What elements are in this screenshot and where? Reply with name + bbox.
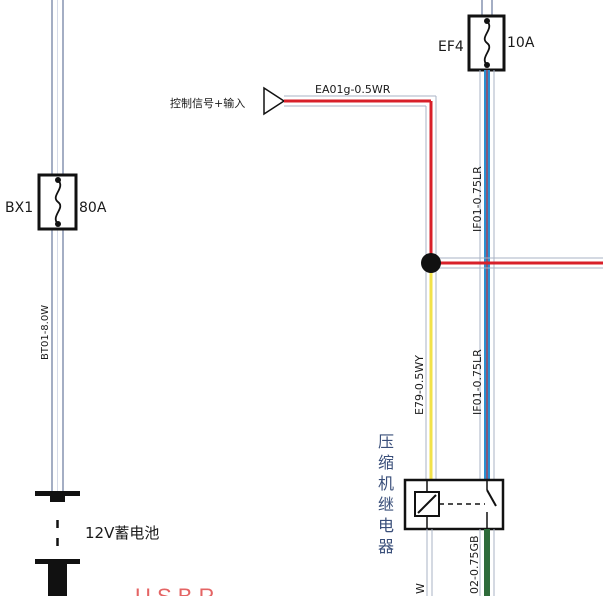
wire-label-bottom-w: W [414, 583, 427, 594]
wire-label-if01-upper: IF01-0.75LR [471, 166, 484, 232]
wire-if01 [479, 70, 495, 480]
wire-e79 [425, 262, 437, 480]
wire-branch-right [431, 257, 603, 269]
relay-label-char-3: 机 [378, 474, 394, 493]
fuse-ef4-id: EF4 [438, 39, 464, 55]
battery-symbol [35, 491, 80, 596]
wire-label-bt01: BT01-8.0W [40, 305, 51, 360]
battery-label: 12V蓄电池 [85, 524, 159, 542]
wire-below-relay-right [479, 529, 495, 596]
relay-label-char-4: 继 [378, 495, 394, 514]
wire-ea01g [284, 95, 437, 262]
control-input-label: 控制信号+输入 [170, 96, 245, 110]
relay-label-char-2: 缩 [378, 453, 394, 472]
relay-label-char-5: 电 [378, 516, 394, 535]
wire-label-ea01g: EA01g-0.5WR [315, 83, 391, 96]
ef4-upper-lead [481, 0, 493, 16]
compressor-relay [403, 478, 505, 531]
wire-below-relay-left [426, 529, 433, 596]
wire-label-if01-lower: IF01-0.75LR [471, 349, 484, 415]
relay-label: 压 缩 机 继 电 器 [378, 432, 394, 556]
fuse-bx1-rating: 80A [79, 200, 107, 216]
fuse-bx1-id: BX1 [5, 200, 33, 216]
wire-label-bottom-gb: 02-0.75GB [468, 535, 481, 594]
battery-lead [51, 0, 64, 495]
wire-label-e79: E79-0.5WY [413, 355, 426, 415]
relay-label-char-6: 器 [378, 537, 394, 556]
fuse-ef4-rating: 10A [507, 35, 535, 51]
control-input-connector [263, 86, 286, 116]
splice-node [421, 253, 441, 273]
relay-label-char-1: 压 [378, 432, 394, 451]
fuse-bx1 [37, 173, 78, 231]
fuse-ef4 [467, 14, 506, 72]
partial-bottom-text: U S B R [135, 584, 214, 596]
